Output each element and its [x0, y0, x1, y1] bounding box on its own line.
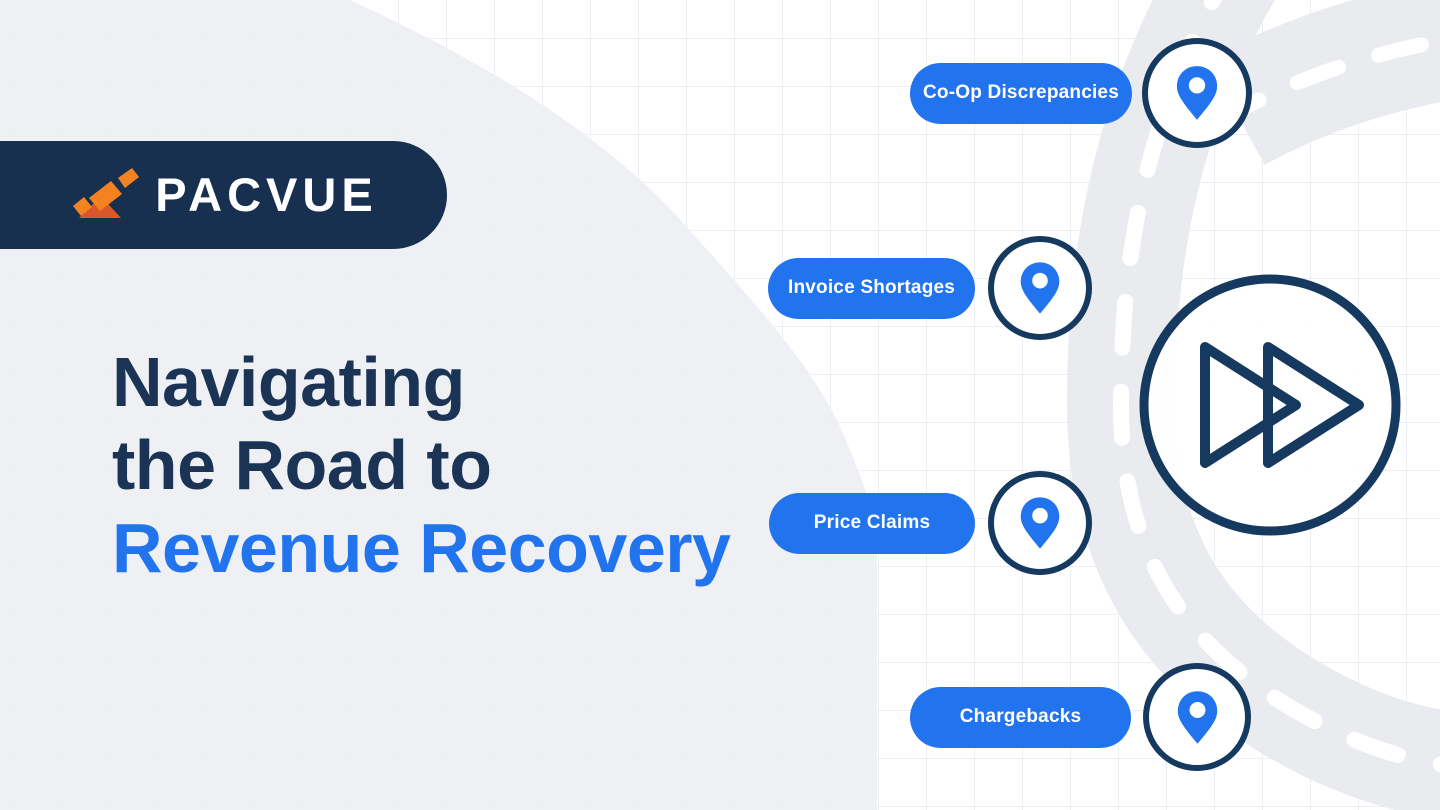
stop-row-coop: Co-Op Discrepancies [910, 38, 1252, 148]
stop-pill-chargebacks[interactable]: Chargebacks [910, 686, 1131, 748]
stop-row-chargebacks: Chargebacks [910, 663, 1251, 771]
pin-badge [1143, 663, 1251, 771]
stop-pill-coop-discrepancies[interactable]: Co-Op Discrepancies [910, 62, 1132, 124]
pin-badge [1142, 38, 1252, 148]
brand-name: PACVUE [155, 167, 378, 221]
map-pin-icon [1020, 497, 1060, 549]
corner-road-dashed-centerline [1228, 33, 1440, 120]
fast-forward-icon [1200, 342, 1364, 468]
stop-pill-price-claims[interactable]: Price Claims [769, 492, 975, 554]
stop-pill-invoice-shortages[interactable]: Invoice Shortages [768, 257, 975, 319]
stop-row-price: Price Claims [769, 471, 1092, 575]
headline-line-3: Revenue Recovery [112, 509, 731, 587]
brand-banner: PACVUE [0, 141, 447, 249]
map-pin-icon [1177, 690, 1217, 744]
pin-badge [988, 236, 1092, 340]
fast-forward-emblem [1139, 274, 1401, 536]
road-dashed-centerline [1112, 0, 1440, 773]
stop-row-invoice: Invoice Shortages [768, 236, 1092, 340]
headline-line-2: the Road to [112, 426, 492, 504]
pin-badge [988, 471, 1092, 575]
telescope-icon [73, 168, 140, 218]
map-pin-icon [1020, 262, 1060, 314]
headline: Navigating the Road to Revenue Recovery [112, 341, 731, 590]
map-pin-icon [1176, 66, 1218, 120]
headline-line-1: Navigating [112, 343, 465, 421]
